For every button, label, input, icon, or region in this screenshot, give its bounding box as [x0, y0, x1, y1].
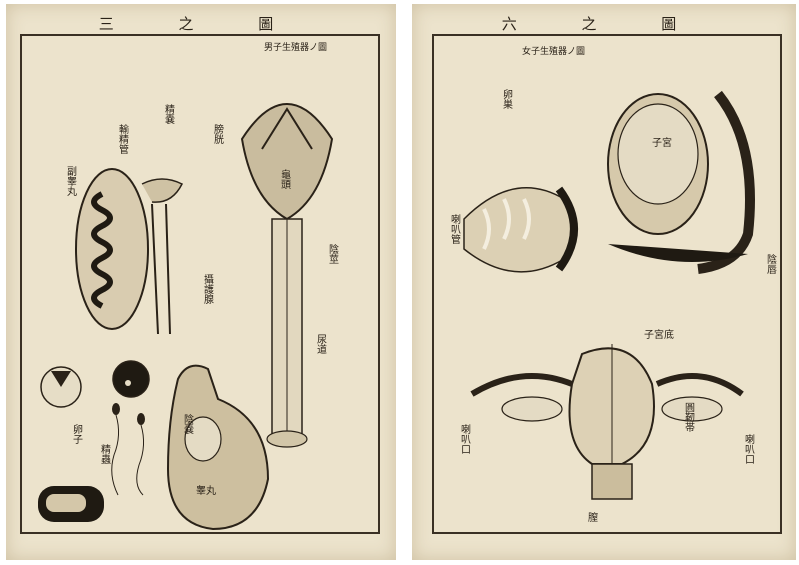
label-labium: 陰唇 — [764, 254, 775, 274]
label-bladder: 膀胱 — [211, 124, 222, 144]
label-testis: 睾丸 — [196, 482, 216, 497]
pelvis-illustration — [598, 84, 768, 274]
label-vas-deferens-left: 輸精管 — [116, 124, 127, 154]
label-ovum: 卵子 — [70, 424, 81, 444]
label-epididymis: 副睾丸 — [64, 166, 75, 196]
label-fimbria-right: 喇叭口 — [742, 434, 753, 464]
sperm-illustration — [106, 399, 166, 499]
label-glans: 龜頭 — [278, 169, 289, 189]
label-uterus: 子宮 — [652, 134, 672, 149]
label-scrotum: 陰嚢 — [181, 414, 192, 434]
label-fimbria-left: 喇叭口 — [458, 424, 469, 454]
right-page-caption: 女子生殖器ノ圖 — [522, 44, 585, 57]
label-seminal-vesicle: 精嚢 — [162, 104, 173, 124]
label-fundus: 子宮底 — [644, 326, 674, 341]
left-page-header: 三 之 圖 — [6, 13, 396, 34]
label-sperm: 精蟲 — [98, 444, 109, 464]
label-prostate: 攝護腺 — [201, 274, 212, 304]
testis-coil-illustration — [72, 154, 192, 344]
right-page-header: 六 之 圖 — [412, 13, 796, 34]
label-ovary: 卵巣 — [500, 89, 511, 109]
label-urethra: 尿道 — [314, 334, 325, 354]
cross-section-illustration — [36, 484, 106, 524]
label-ligament: 圓靭帯 — [682, 402, 693, 432]
uterus-section-illustration — [454, 169, 584, 289]
label-vagina: 膣 — [588, 509, 598, 524]
scrotum-illustration — [158, 359, 278, 534]
uterus-tubes-illustration — [452, 334, 752, 504]
label-tube: 喇叭管 — [448, 214, 459, 244]
left-page: 三 之 圖 男子生殖器ノ圖 副睾丸 輸精管 龜頭 陰莖 尿道 睾丸 陰嚢 精 — [6, 4, 396, 560]
label-penis: 陰莖 — [326, 244, 337, 264]
right-page: 六 之 圖 女子生殖器ノ圖 卵巣 喇叭管 子宮 陰唇 — [412, 4, 796, 560]
left-page-caption: 男子生殖器ノ圖 — [264, 44, 327, 53]
